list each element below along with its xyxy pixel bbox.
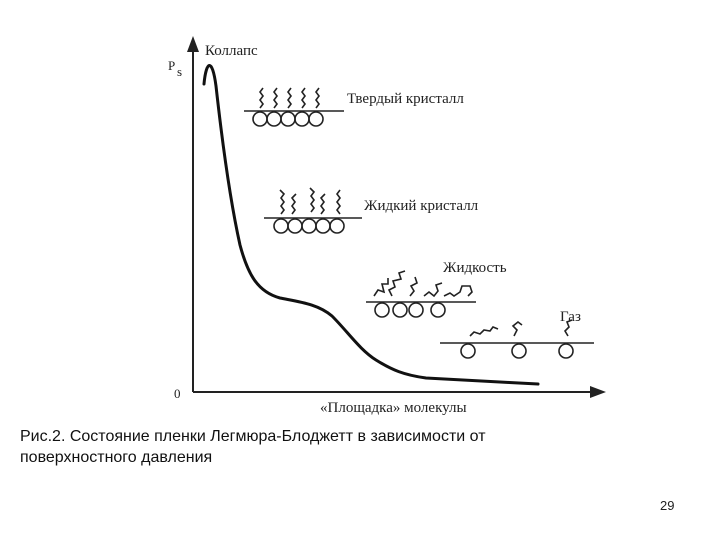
langmuir-isotherm-diagram: P s 0 «Площадка» молекулы — [0, 0, 720, 425]
caption-line-2: поверхностного давления — [20, 447, 640, 468]
y-axis-label: P — [168, 58, 175, 73]
figure-caption: Рис.2. Состояние пленки Легмюра-Блоджетт… — [20, 426, 640, 468]
page-number: 29 — [660, 498, 674, 513]
state-label-liquid-crystal: Жидкий кристалл — [364, 198, 479, 214]
liquid-crystal-molecules — [264, 188, 362, 233]
caption-line-1: Рис.2. Состояние пленки Легмюра-Блоджетт… — [20, 426, 640, 447]
isotherm-curve — [204, 65, 538, 384]
solid-crystal-molecules — [244, 88, 344, 126]
y-axis-arrow — [187, 36, 199, 52]
state-label-gas: Газ — [560, 309, 581, 325]
y-axis-subscript: s — [177, 64, 182, 79]
state-label-liquid: Жидкость — [443, 260, 507, 276]
state-label-solid-crystal: Твердый кристалл — [347, 91, 464, 107]
origin-label: 0 — [174, 386, 181, 401]
x-axis-arrow — [590, 386, 606, 398]
liquid-molecules — [366, 271, 476, 317]
state-label-collapse: Коллапс — [205, 43, 258, 59]
x-axis-label: «Площадка» молекулы — [320, 400, 467, 416]
gas-molecules — [440, 320, 594, 358]
